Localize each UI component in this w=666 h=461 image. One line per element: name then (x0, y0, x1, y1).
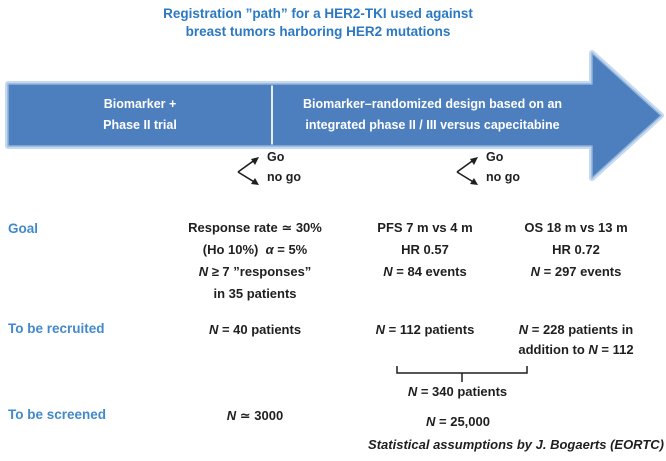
decision-1-no-go-label: no go (267, 170, 302, 184)
figure-title-line1: Registration ”path” for a HER2-TKI used … (163, 6, 473, 21)
arrow-segment-randomized: Biomarker–randomized design based on an … (285, 94, 580, 136)
arrow-segment-phase2: Biomarker + Phase II trial (35, 94, 245, 136)
total-screened-cell: N = 25,000 (426, 414, 490, 429)
recruited-os-line2: addition to N = 112 (518, 342, 634, 357)
goal-pfs-line1: PFS 7 m vs 4 m (377, 220, 473, 235)
process-arrow-graphic (5, 50, 664, 181)
goal-phase2-line3: N ≥ 7 ”responses” (198, 264, 312, 279)
attribution-note: Statistical assumptions by J. Bogaerts (… (368, 437, 664, 452)
recruited-os-cell: N = 228 patients in addition to N = 112 (490, 320, 662, 360)
combine-bracket (396, 366, 528, 382)
goal-phase2-line2: (Ho 10%) α = 5% (202, 242, 308, 257)
goal-pfs-cell: PFS 7 m vs 4 m HR 0.57 N = 84 events (350, 217, 500, 283)
goal-phase2-cell: Response rate ≃ 30% (Ho 10%) α = 5% N ≥ … (163, 217, 347, 305)
arrow-segment-randomized-line1: Biomarker–randomized design based on an (302, 97, 563, 111)
goal-os-line3: N = 297 events (530, 264, 622, 279)
decision-2-go-label: Go (486, 150, 504, 164)
total-recruited-cell: N = 340 patients (407, 384, 508, 399)
figure-title-line2: breast tumors harboring HER2 mutations (185, 24, 451, 39)
goal-pfs-line2: HR 0.57 (401, 242, 449, 257)
decision-1-go-label: Go (267, 150, 285, 164)
recruited-phase2-cell: N = 40 patients (208, 322, 302, 337)
arrow-segment-phase2-line1: Biomarker + (103, 97, 177, 111)
row-label-to-be-recruited: To be recruited (8, 321, 105, 336)
decision-fork-1-icon (237, 157, 259, 185)
goal-os-line1: OS 18 m vs 13 m (524, 220, 628, 235)
figure-title: Registration ”path” for a HER2-TKI used … (0, 5, 636, 41)
goal-phase2-line4: in 35 patients (213, 286, 297, 301)
goal-os-line2: HR 0.72 (552, 242, 600, 257)
goal-pfs-line3: N = 84 events (383, 264, 467, 279)
recruited-os-line1: N = 228 patients in (518, 322, 634, 337)
arrow-segment-randomized-line2: integrated phase II / III versus capecit… (305, 118, 560, 132)
goal-phase2-line1: Response rate ≃ 30% (188, 220, 322, 235)
arrow-segment-phase2-line2: Phase II trial (103, 118, 177, 132)
row-label-goal: Goal (8, 221, 39, 236)
process-arrow-shape (7, 52, 662, 179)
goal-os-cell: OS 18 m vs 13 m HR 0.72 N = 297 events (492, 217, 660, 283)
decision-2-no-go-label: no go (486, 170, 521, 184)
recruited-pfs-cell: N = 112 patients (375, 322, 475, 337)
decision-fork-2-icon (456, 157, 478, 185)
row-label-to-be-screened: To be screened (8, 407, 107, 422)
screened-phase2-cell: N ≃ 3000 (226, 408, 284, 423)
